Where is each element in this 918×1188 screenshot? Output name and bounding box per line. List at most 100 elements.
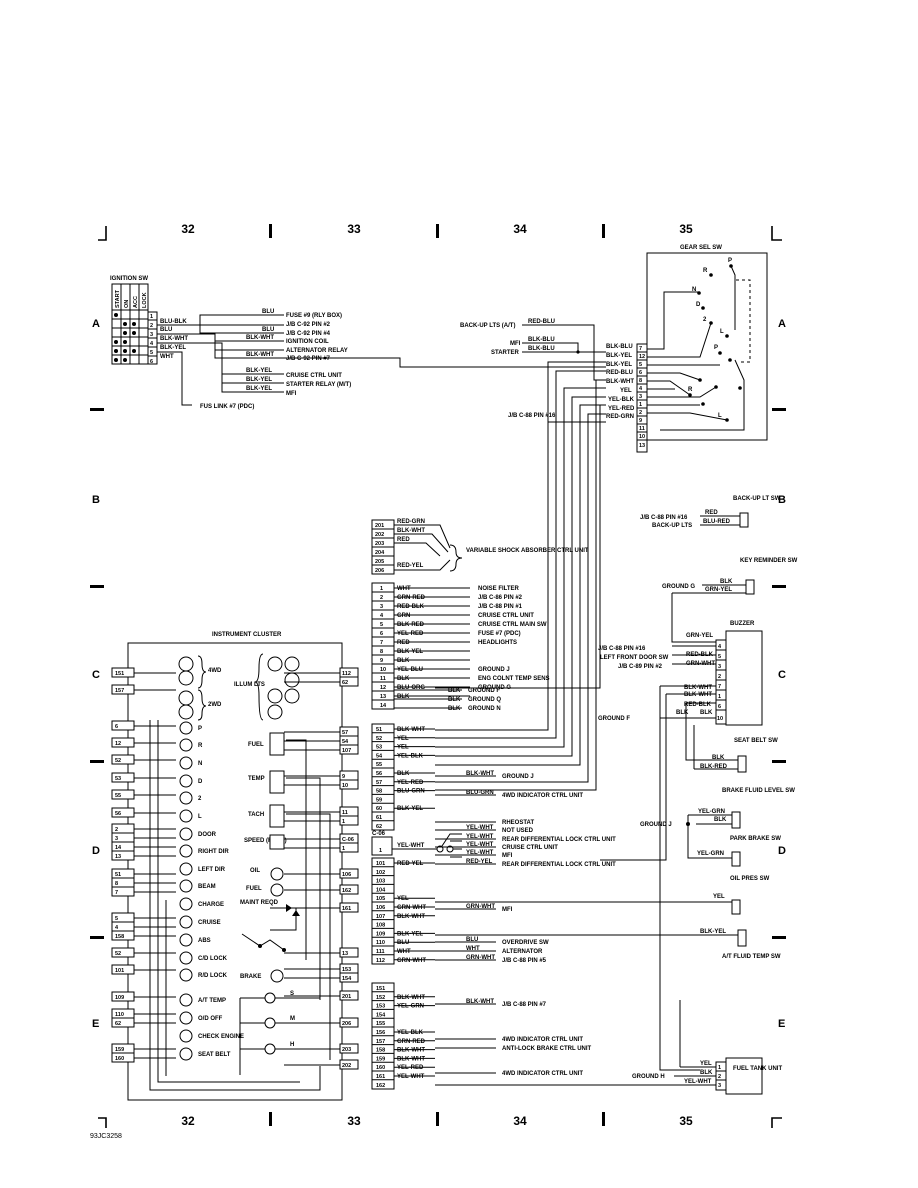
gear-left-dest: J/B C-88 PIN #16 — [508, 413, 556, 419]
key-dest: GROUND G — [662, 584, 695, 590]
lower-wire: YEL-BLK — [397, 1030, 424, 1036]
lower-wire: WHT — [397, 949, 411, 955]
mid-pin: 12 — [380, 685, 386, 691]
ignition-sw-title: IGNITION SW — [110, 276, 148, 282]
cluster-gauge: ILLUM LTS — [234, 682, 265, 688]
buzzer-pin: 6 — [718, 704, 721, 710]
buzzer-pin: 4 — [718, 644, 722, 650]
gear-left-dest: BACK-UP LTS (A/T) — [460, 323, 515, 329]
lower-dest-wire: YEL-WHT — [466, 825, 494, 831]
gear-pin: 1 — [639, 402, 642, 408]
ign-wire: BLK-WHT — [160, 336, 188, 342]
row-label-right: B — [778, 494, 786, 506]
ign-pin: 5 — [150, 350, 153, 356]
lower-dest-wire: GRN-WHT — [466, 904, 495, 910]
gear-letter: D — [696, 302, 701, 308]
fuel-tank-unit: 1 2 3 FUEL TANK UNIT YEL BLK YEL-WHT GRO… — [435, 1000, 782, 1095]
gear-pin: 13 — [639, 443, 645, 449]
gear-wire: RED-BLU — [606, 370, 633, 376]
cluster-lamp: BEAM — [198, 884, 216, 890]
cluster-lamp: N — [198, 761, 202, 767]
lower-wire: RED-YEL — [397, 861, 424, 867]
cluster-left-pin: 157 — [115, 688, 124, 694]
mid-pin: 1 — [380, 586, 383, 592]
lower-pin: 51 — [376, 727, 382, 733]
gear-letter: R — [703, 268, 708, 274]
top-left-wire: BLK-YEL — [246, 368, 272, 374]
gear-left-wire: RED-BLU — [528, 319, 555, 325]
top-left-wire: BLU — [262, 327, 274, 333]
upper-pin: 204 — [375, 550, 385, 556]
top-left-wire: BLK-WHT — [246, 352, 274, 358]
seat-belt-switch: SEAT BELT SW BLK BLK-RED — [693, 725, 778, 773]
cluster-left-pin: 2 — [115, 827, 118, 833]
mid-pin: 7 — [380, 640, 383, 646]
buzzer-pin: 10 — [717, 716, 723, 722]
cluster-left-pin: 14 — [115, 845, 122, 851]
cluster-left-pin: 101 — [115, 968, 124, 974]
mid-pin: 6 — [380, 631, 383, 637]
ign-pos: ACC — [133, 296, 139, 308]
backup-wire: RED — [705, 510, 718, 516]
gear-pin: 4 — [639, 386, 643, 392]
mid-pin: 2 — [380, 595, 383, 601]
lower-dest: MFI — [502, 853, 513, 859]
mid-dest: GROUND G — [478, 685, 511, 691]
gear-sel-title: GEAR SEL SW — [680, 245, 722, 251]
upper-pin: 205 — [375, 559, 384, 565]
cluster-lamp: 4WD — [208, 668, 222, 674]
cluster-left-pin: 6 — [115, 724, 118, 730]
mid-pin: 9 — [380, 658, 383, 664]
grid-frame: 32 33 34 35 32 33 34 35 A B C D E A B C … — [90, 222, 786, 1140]
ign-wire: BLK-YEL — [160, 345, 186, 351]
lower-dest: REAR DIFFERENTIAL LOCK CTRL UNIT — [502, 837, 616, 843]
cluster-lamp: DOOR — [198, 832, 217, 838]
cluster-left-pin: 51 — [115, 872, 121, 878]
mid-dest: FUSE #7 (PDC) — [478, 631, 521, 637]
gear-pin: 12 — [639, 354, 645, 360]
lower-pin: 157 — [376, 1039, 385, 1045]
gear-left-wire: BLK-BLU — [528, 337, 555, 343]
lower-pin: 60 — [376, 806, 382, 812]
mid-pin: 11 — [380, 676, 386, 682]
seat-belt-wire: BLK-RED — [700, 764, 728, 770]
lower-pin: 61 — [376, 815, 382, 821]
brake-fluid-ground: GROUND J — [640, 822, 672, 828]
lower-wire: BLK — [397, 771, 410, 777]
cluster-right-pin: 1 — [342, 846, 345, 852]
mid-dest: ENG COLNT TEMP SENS — [478, 676, 550, 682]
cluster-gauge: SPEED (REED) — [244, 838, 287, 844]
top-left-dest: J/B C-92 PIN #2 — [286, 322, 331, 328]
key-sw-title: KEY REMINDER SW — [740, 558, 798, 564]
cluster-right-pin: 11 — [342, 810, 348, 816]
cluster-right-pin: 62 — [342, 680, 348, 686]
gear-letter: L — [720, 329, 724, 335]
cluster-left-pin: 52 — [115, 951, 121, 957]
buzzer-pin: 3 — [718, 664, 721, 670]
buzzer: BUZZER 4 5 3 2 7 1 6 10 J/B C-88 PIN #16… — [598, 621, 763, 1071]
lower-pin: 105 — [376, 896, 385, 902]
lower-dest: CRUISE CTRL UNIT — [502, 845, 558, 851]
cluster-right-pin: 201 — [342, 994, 351, 1000]
gear-pin: 3 — [639, 394, 642, 400]
cluster-left-pin: 4 — [115, 925, 119, 931]
cluster-gauge: TEMP — [248, 776, 265, 782]
cluster-right-pin: 202 — [342, 1063, 351, 1069]
mid-wire: YEL-BLU — [397, 667, 423, 673]
col-label-bottom: 35 — [679, 1114, 693, 1128]
cluster-left-pin: 56 — [115, 811, 121, 817]
col-label-top: 33 — [347, 222, 361, 236]
lower-wire: GRN-RED — [397, 1039, 426, 1045]
buzzer-ground: GROUND F — [598, 716, 630, 722]
shock-letter: S — [290, 991, 294, 997]
upper-pin: 201 — [375, 523, 384, 529]
ignition-switch: IGNITION SW START ON ACC LOCK 1 2 3 — [110, 276, 606, 410]
cluster-lamp: ABS — [198, 938, 211, 944]
ign-pos: ON — [124, 300, 130, 308]
gear-pin: 10 — [639, 434, 645, 440]
cluster-left-pin: 7 — [115, 890, 118, 896]
mid-ground: GROUND F — [468, 688, 500, 694]
cluster-left-pin: 109 — [115, 995, 124, 1001]
top-left-dest: J/B C-92 PIN #4 — [286, 331, 331, 337]
gear-letter: R — [688, 387, 693, 393]
